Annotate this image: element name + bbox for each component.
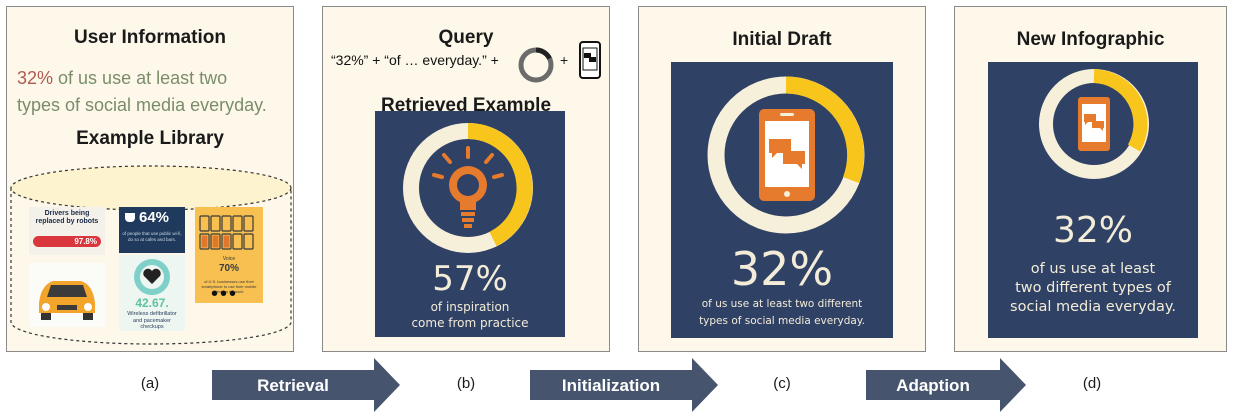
initial-draft-infographic[interactable]: 32% of us use at least two different typ… — [671, 62, 893, 338]
initial-draft-caption: of us use at least two different types o… — [671, 296, 893, 330]
panel-retrieved-example: Query “32%” + “of … everyday.” + + Retri… — [322, 6, 610, 352]
initial-draft-title: Initial Draft — [732, 29, 832, 50]
query-title: Query — [438, 27, 494, 48]
initialization-arrow — [530, 358, 718, 412]
panel-new-infographic: New Infographic 32% of us use at least t… — [954, 6, 1227, 352]
user-info-percent: 32% — [17, 68, 54, 88]
new-infographic-title: New Infographic — [1016, 29, 1165, 50]
panel-initial-draft: Initial Draft 32% of us use at least two… — [638, 6, 926, 352]
phones-caption: of U.S. businesses use their smartphone … — [201, 279, 257, 294]
library-tile-robots[interactable]: Drivers being replaced by robots 97.8% — [29, 207, 105, 255]
coffee-value: 64% — [139, 209, 170, 226]
retrieved-infographic[interactable]: 57% of inspiration come from practice — [375, 111, 565, 337]
phones-grid-icon — [199, 215, 254, 250]
initialization-label: Initialization — [561, 376, 661, 395]
panel-user-info: User Information 32% of us use at least … — [6, 6, 294, 352]
phone-icon — [579, 41, 601, 79]
user-info-text: 32% of us use at least two types of soci… — [17, 65, 292, 119]
phones-value: 70% — [218, 263, 239, 274]
heart-ring-icon — [134, 259, 170, 295]
coffee-cup-icon — [125, 213, 135, 222]
heart-value: 42.67. — [135, 296, 169, 310]
user-info-text-part-1: of us use at least two — [53, 68, 228, 88]
library-tile-car[interactable] — [29, 263, 105, 327]
adaption-arrow — [866, 358, 1026, 412]
label-a: (a) — [140, 375, 160, 392]
smartphone-chat-icon — [759, 109, 815, 201]
new-caption: of us use at least two different types o… — [988, 260, 1198, 317]
retrieved-big-number: 57% — [432, 259, 508, 299]
initial-draft-caption-line-1: of us use at least two different — [701, 298, 863, 310]
library-tile-phones[interactable]: Voice 70% of U.S. businesses use their s… — [195, 207, 263, 303]
new-infographic[interactable]: 32% of us use at least two different typ… — [988, 62, 1198, 338]
library-tile-heart[interactable]: 42.67. Wireless defibrillator and pacema… — [119, 255, 185, 331]
query-text: “32%” + “of … everyday.” + — [331, 52, 499, 68]
new-big-number: 32% — [1052, 210, 1133, 251]
heart-caption: Wireless defibrillator and pacemaker che… — [127, 311, 177, 330]
donut-ring — [1039, 69, 1149, 179]
lightbulb-icon — [432, 146, 504, 228]
label-d: (d) — [1082, 375, 1102, 392]
initial-draft-caption-line-2: types of social media everyday. — [699, 315, 865, 327]
new-caption-line-1: of us use at least — [1030, 261, 1156, 277]
coffee-caption: of people that use public wi-fi, do so a… — [122, 231, 182, 242]
robots-bar — [33, 236, 101, 247]
donut-icon — [518, 47, 554, 83]
robots-value: 97.8% — [74, 237, 97, 246]
robots-title: Drivers being replaced by robots — [35, 210, 99, 225]
new-caption-line-2: two different types of — [1015, 280, 1171, 296]
retrieved-caption-line-2: come from practice — [411, 315, 529, 330]
retrieved-caption-line-1: of inspiration — [430, 300, 510, 314]
retrieved-caption: of inspiration come from practice — [375, 300, 565, 331]
retrieved-title: Retrieved Example — [380, 95, 552, 116]
smartphone-chat-icon — [1078, 97, 1110, 151]
query-plus: + — [560, 52, 569, 68]
initial-draft-big-number: 32% — [730, 242, 834, 296]
car-icon — [39, 281, 95, 320]
label-b: (b) — [456, 375, 476, 392]
user-info-text-part-2: types of social media everyday. — [17, 95, 267, 115]
donut-ring — [707, 76, 865, 234]
user-info-title: User Information — [73, 27, 227, 48]
new-caption-line-3: social media everyday. — [1010, 299, 1176, 315]
retrieval-arrow — [212, 358, 400, 412]
database-cylinder-icon — [10, 165, 292, 345]
adaption-label: Adaption — [896, 376, 970, 395]
library-tile-coffee[interactable]: 64% of people that use public wi-fi, do … — [119, 207, 185, 253]
retrieval-label: Retrieval — [257, 376, 329, 395]
phones-title: Voice — [222, 256, 236, 262]
library-title: Example Library — [76, 128, 224, 149]
more-ellipsis: ••• — [211, 283, 239, 305]
label-c: (c) — [773, 375, 791, 392]
